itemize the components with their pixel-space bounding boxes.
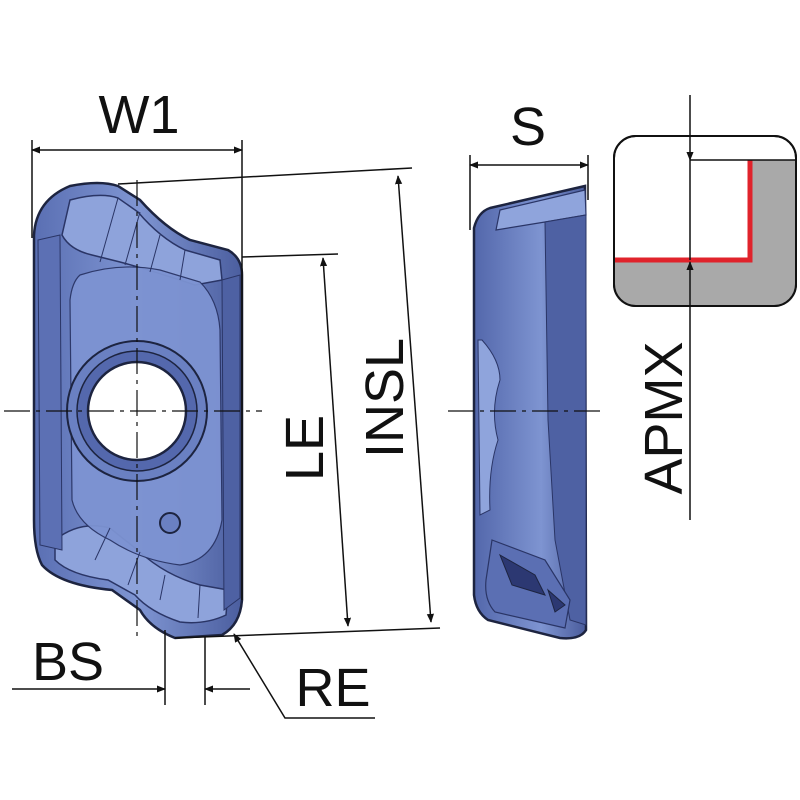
bs-label: BS [32,632,104,692]
insert-right-flank [221,274,241,611]
insl-extension-top [117,167,413,185]
apmx-detail-frame-edge [613,135,797,307]
insert-side-view [472,184,588,640]
insert-left-flank [37,234,63,551]
dimension-lines [12,95,694,719]
insl-extension-bottom [174,627,441,639]
apmx-detail [613,135,797,307]
insert-side-clearance [544,214,587,626]
center-lines [4,180,605,640]
insl-dimension-line [395,175,434,623]
le-label: LE [275,415,335,481]
le-extension-top [241,253,339,258]
insert-top-facet [61,194,223,286]
re-leader [233,633,375,719]
insert-side-chipbreaker [499,553,566,613]
w1-label: W1 [99,85,180,145]
le-dimension-line [319,257,352,627]
apmx-label: APMX [634,341,694,494]
apmx-cutting-edge [614,160,753,263]
insl-label: INSL [355,338,415,458]
insert-side-notch [477,339,501,516]
s-label: S [510,97,546,157]
insert-facet-lines [94,197,201,619]
re-label: RE [295,658,370,718]
insert-index-dot [159,512,181,534]
